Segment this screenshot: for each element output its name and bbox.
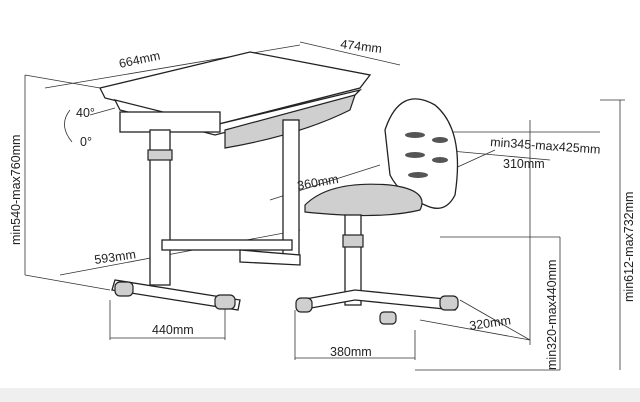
label-backrest-width: 310mm bbox=[503, 157, 545, 171]
chair bbox=[295, 98, 459, 325]
label-tilt-min: 0° bbox=[80, 135, 92, 149]
label-desk-base-width: 440mm bbox=[152, 323, 194, 337]
label-desk-base-depth: 593mm bbox=[93, 247, 136, 267]
watermark-band bbox=[0, 388, 640, 402]
label-seat-height: min320-max440mm bbox=[545, 260, 559, 370]
label-tilt-max: 40° bbox=[76, 106, 95, 120]
label-desk-height: min540-max760mm bbox=[9, 135, 23, 245]
label-chair-base-depth: 320mm bbox=[468, 313, 511, 333]
label-chair-total-height: min612-max732mm bbox=[622, 192, 636, 302]
label-desk-width: 664mm bbox=[118, 49, 162, 71]
dimension-lines bbox=[24, 41, 625, 371]
label-desk-depth: 474mm bbox=[340, 37, 383, 56]
desk bbox=[99, 51, 372, 311]
label-chair-base-width: 380mm bbox=[330, 345, 372, 359]
label-backrest-height: min345-max425mm bbox=[490, 135, 601, 157]
